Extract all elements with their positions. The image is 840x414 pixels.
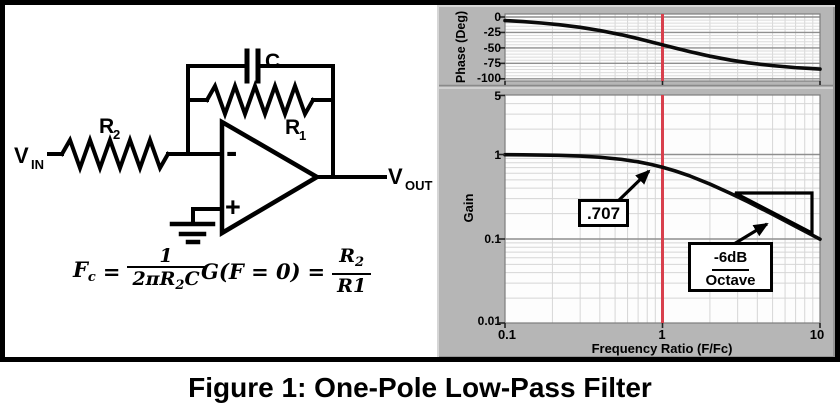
xtick-10: 10	[809, 327, 825, 342]
phase-ytick-m50: -50	[483, 41, 501, 55]
gain-ytick-5: 5	[494, 89, 501, 103]
resistor-r2	[59, 134, 171, 174]
vout-label-sub: OUT	[405, 178, 433, 193]
gain-axis-label: Gain	[461, 193, 476, 223]
r2-label: R	[99, 115, 114, 138]
cutoff-annotation-arrow	[614, 169, 651, 205]
fc-equals: =	[102, 258, 121, 284]
phase-ytick-m25: -25	[483, 25, 501, 39]
phase-ytick-m100: -100	[476, 71, 501, 85]
gain-ytick-01: 0.1	[484, 232, 501, 246]
opamp-triangle	[219, 118, 322, 237]
phase-axis-label: Phase (Deg)	[454, 10, 468, 84]
g-lhs: G(F = 0)	[201, 259, 301, 284]
resistor-r1	[204, 80, 316, 120]
r2-label-sub: 2	[113, 127, 120, 142]
g-denominator: R1	[332, 273, 372, 297]
phase-curve	[503, 18, 822, 71]
r1-label: R	[285, 116, 300, 139]
opamp-plus-sign: +	[225, 192, 241, 222]
figure-caption: Figure 1: One-Pole Low-Pass Filter	[188, 372, 652, 403]
vout-label: V	[388, 164, 403, 189]
gain-ytick-1: 1	[494, 148, 501, 162]
fc-denominator: 2πR2C	[127, 266, 205, 296]
gain-curve	[503, 152, 822, 241]
fc-lhs: Fc	[73, 257, 96, 285]
capacitor-label: C	[265, 50, 280, 73]
x-axis-label: Frequency Ratio (F/Fc)	[591, 341, 733, 356]
fc-fraction: 1 2πR2C	[127, 245, 205, 296]
gain-ytick-001: 0.01	[477, 314, 501, 328]
g-fraction: R2 R1	[332, 245, 372, 297]
xtick-1: 1	[658, 327, 666, 342]
fc-numerator: 1	[159, 245, 173, 267]
xtick-01: 0.1	[497, 327, 517, 342]
plus-input-wire	[191, 207, 224, 225]
slope-triangle	[734, 191, 814, 236]
slope-annotation-box: -6dB Octave	[688, 242, 773, 292]
slope-annotation-line1: -6dB	[711, 248, 750, 271]
vin-label-sub: IN	[31, 157, 44, 172]
phase-ytick-0: 0	[494, 10, 501, 24]
cutoff-annotation-text: .707	[586, 204, 621, 223]
phase-ytick-m75: -75	[483, 56, 501, 70]
cutoff-annotation-box: .707	[578, 199, 629, 227]
opamp-minus-sign: -	[226, 133, 237, 171]
cutoff-frequency-formula: Fc = 1 2πR2C	[73, 246, 205, 296]
r1-label-sub: 1	[299, 128, 306, 143]
vin-label: V	[14, 143, 29, 168]
circuit-schematic: V IN R 2 C R 1 - + V OUT	[14, 48, 433, 245]
g-numerator: R2	[339, 245, 365, 270]
dc-gain-formula: G(F = 0) = R2 R1	[201, 245, 372, 297]
g-equals: =	[307, 259, 326, 284]
slope-annotation-line2: Octave	[705, 272, 756, 289]
